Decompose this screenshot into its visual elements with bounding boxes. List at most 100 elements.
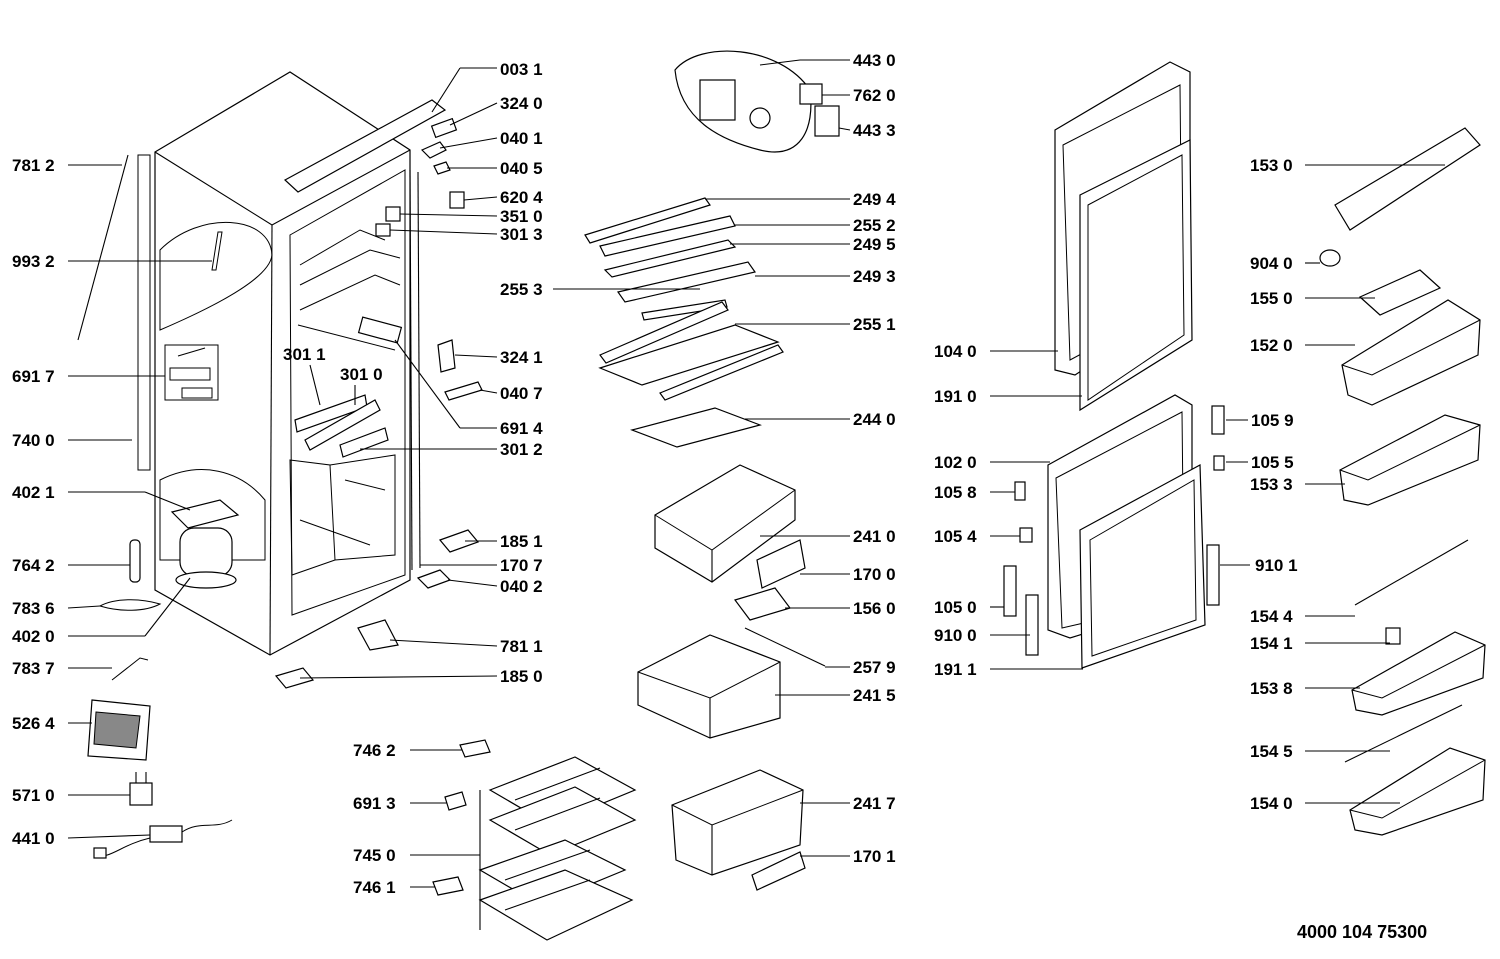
label-301-3: 301 3 bbox=[500, 225, 543, 244]
label-443-3: 443 3 bbox=[853, 121, 896, 140]
label-040-5: 040 5 bbox=[500, 159, 543, 178]
label-301-1: 301 1 bbox=[283, 345, 326, 364]
roller-part bbox=[1319, 249, 1341, 267]
label-244-0: 244 0 bbox=[853, 410, 896, 429]
filter-drier-part bbox=[129, 539, 141, 583]
bottle-bar-lower-part bbox=[1344, 704, 1463, 763]
tube-part bbox=[111, 657, 149, 681]
label-154-1: 154 1 bbox=[1250, 634, 1293, 653]
relay-box-part bbox=[87, 699, 151, 761]
label-170-1: 170 1 bbox=[853, 847, 896, 866]
label-993-2: 993 2 bbox=[12, 252, 55, 271]
door-bin-part-2 bbox=[1339, 414, 1481, 506]
label-691-3: 691 3 bbox=[353, 794, 396, 813]
label-154-5: 154 5 bbox=[1250, 742, 1293, 761]
label-324-1: 324 1 bbox=[500, 348, 543, 367]
label-153-0: 153 0 bbox=[1250, 156, 1293, 175]
bottle-bar-part bbox=[1354, 539, 1469, 606]
label-105-4: 105 4 bbox=[934, 527, 977, 546]
lamp-part bbox=[385, 206, 401, 222]
egg-tray-part bbox=[734, 587, 791, 621]
label-255-1: 255 1 bbox=[853, 315, 896, 334]
label-185-0: 185 0 bbox=[500, 667, 543, 686]
bracket-part bbox=[437, 339, 456, 373]
label-402-0: 402 0 bbox=[12, 627, 55, 646]
label-104-0: 104 0 bbox=[934, 342, 977, 361]
label-745-0: 745 0 bbox=[353, 846, 396, 865]
power-cord-part bbox=[93, 819, 233, 859]
door-bin-part-1 bbox=[1341, 299, 1481, 406]
label-255-3: 255 3 bbox=[500, 280, 543, 299]
thermostat-sensor-part bbox=[211, 231, 223, 271]
label-441-0: 441 0 bbox=[12, 829, 55, 848]
switch-part bbox=[375, 223, 391, 237]
lower-hinge-part bbox=[416, 569, 452, 589]
handle-part-b bbox=[1019, 527, 1033, 543]
label-156-0: 156 0 bbox=[853, 599, 896, 618]
crisper-drawer-upper bbox=[654, 464, 796, 583]
hinge-pin-part bbox=[433, 161, 451, 175]
label-170-0: 170 0 bbox=[853, 565, 896, 584]
shelf-clip-part bbox=[444, 791, 467, 811]
label-105-9: 105 9 bbox=[1251, 411, 1294, 430]
label-153-3: 153 3 bbox=[1250, 475, 1293, 494]
control-box-part bbox=[357, 316, 403, 344]
thermostat-knob-part bbox=[449, 191, 465, 209]
label-324-0: 324 0 bbox=[500, 94, 543, 113]
label-170-7: 170 7 bbox=[500, 556, 543, 575]
label-691-4: 691 4 bbox=[500, 419, 543, 438]
door-bin-part-4 bbox=[1349, 747, 1486, 836]
egg-holder-part bbox=[1358, 269, 1442, 316]
hinge-cover-part bbox=[430, 117, 458, 139]
label-571-0: 571 0 bbox=[12, 786, 55, 805]
part-labels: 003 1 324 0 040 1 040 5 620 4 351 0 301 … bbox=[12, 51, 1298, 897]
label-191-1: 191 1 bbox=[934, 660, 977, 679]
label-191-0: 191 0 bbox=[934, 387, 977, 406]
label-781-1: 781 1 bbox=[500, 637, 543, 656]
label-443-0: 443 0 bbox=[853, 51, 896, 70]
label-102-0: 102 0 bbox=[934, 453, 977, 472]
light-cover-part-b bbox=[304, 399, 381, 451]
door-bin-part-3 bbox=[1351, 631, 1486, 716]
hinge-part bbox=[420, 141, 447, 159]
label-040-1: 040 1 bbox=[500, 129, 543, 148]
label-904-0: 904 0 bbox=[1250, 254, 1293, 273]
label-764-2: 764 2 bbox=[12, 556, 55, 575]
label-746-2: 746 2 bbox=[353, 741, 396, 760]
capillary-part bbox=[98, 599, 162, 611]
label-620-4: 620 4 bbox=[500, 188, 543, 207]
label-910-1: 910 1 bbox=[1255, 556, 1298, 575]
label-154-4: 154 4 bbox=[1250, 607, 1293, 626]
label-781-2: 781 2 bbox=[12, 156, 55, 175]
label-249-4: 249 4 bbox=[853, 190, 896, 209]
glass-shelves bbox=[584, 197, 784, 448]
label-301-0: 301 0 bbox=[340, 365, 383, 384]
relay-part bbox=[129, 772, 153, 806]
freezer-drawer bbox=[671, 769, 804, 876]
handle-part-a bbox=[1014, 481, 1026, 501]
crisper-drawer-lower bbox=[637, 634, 781, 739]
label-185-1: 185 1 bbox=[500, 532, 543, 551]
foot-cover-part bbox=[438, 529, 480, 553]
label-351-0: 351 0 bbox=[500, 207, 543, 226]
label-154-0: 154 0 bbox=[1250, 794, 1293, 813]
label-241-0: 241 0 bbox=[853, 527, 896, 546]
label-153-8: 153 8 bbox=[1250, 679, 1293, 698]
bin-stopper-part bbox=[1385, 627, 1401, 645]
door-bin-top-part bbox=[1334, 127, 1481, 231]
label-155-0: 155 0 bbox=[1250, 289, 1293, 308]
label-746-1: 746 1 bbox=[353, 878, 396, 897]
grille-part bbox=[357, 619, 399, 651]
label-526-4: 526 4 bbox=[12, 714, 55, 733]
leader-lines bbox=[67, 59, 1445, 888]
label-152-0: 152 0 bbox=[1250, 336, 1293, 355]
label-783-7: 783 7 bbox=[12, 659, 55, 678]
label-257-9: 257 9 bbox=[853, 658, 896, 677]
evaporator-tray-part bbox=[164, 344, 219, 401]
light-cover-part-c bbox=[339, 427, 389, 458]
freezer-door-gasket bbox=[1079, 139, 1193, 412]
fan-module-part bbox=[674, 50, 812, 153]
label-910-0: 910 0 bbox=[934, 626, 977, 645]
label-105-0: 105 0 bbox=[934, 598, 977, 617]
shelf-clip-upper-part bbox=[459, 739, 491, 758]
